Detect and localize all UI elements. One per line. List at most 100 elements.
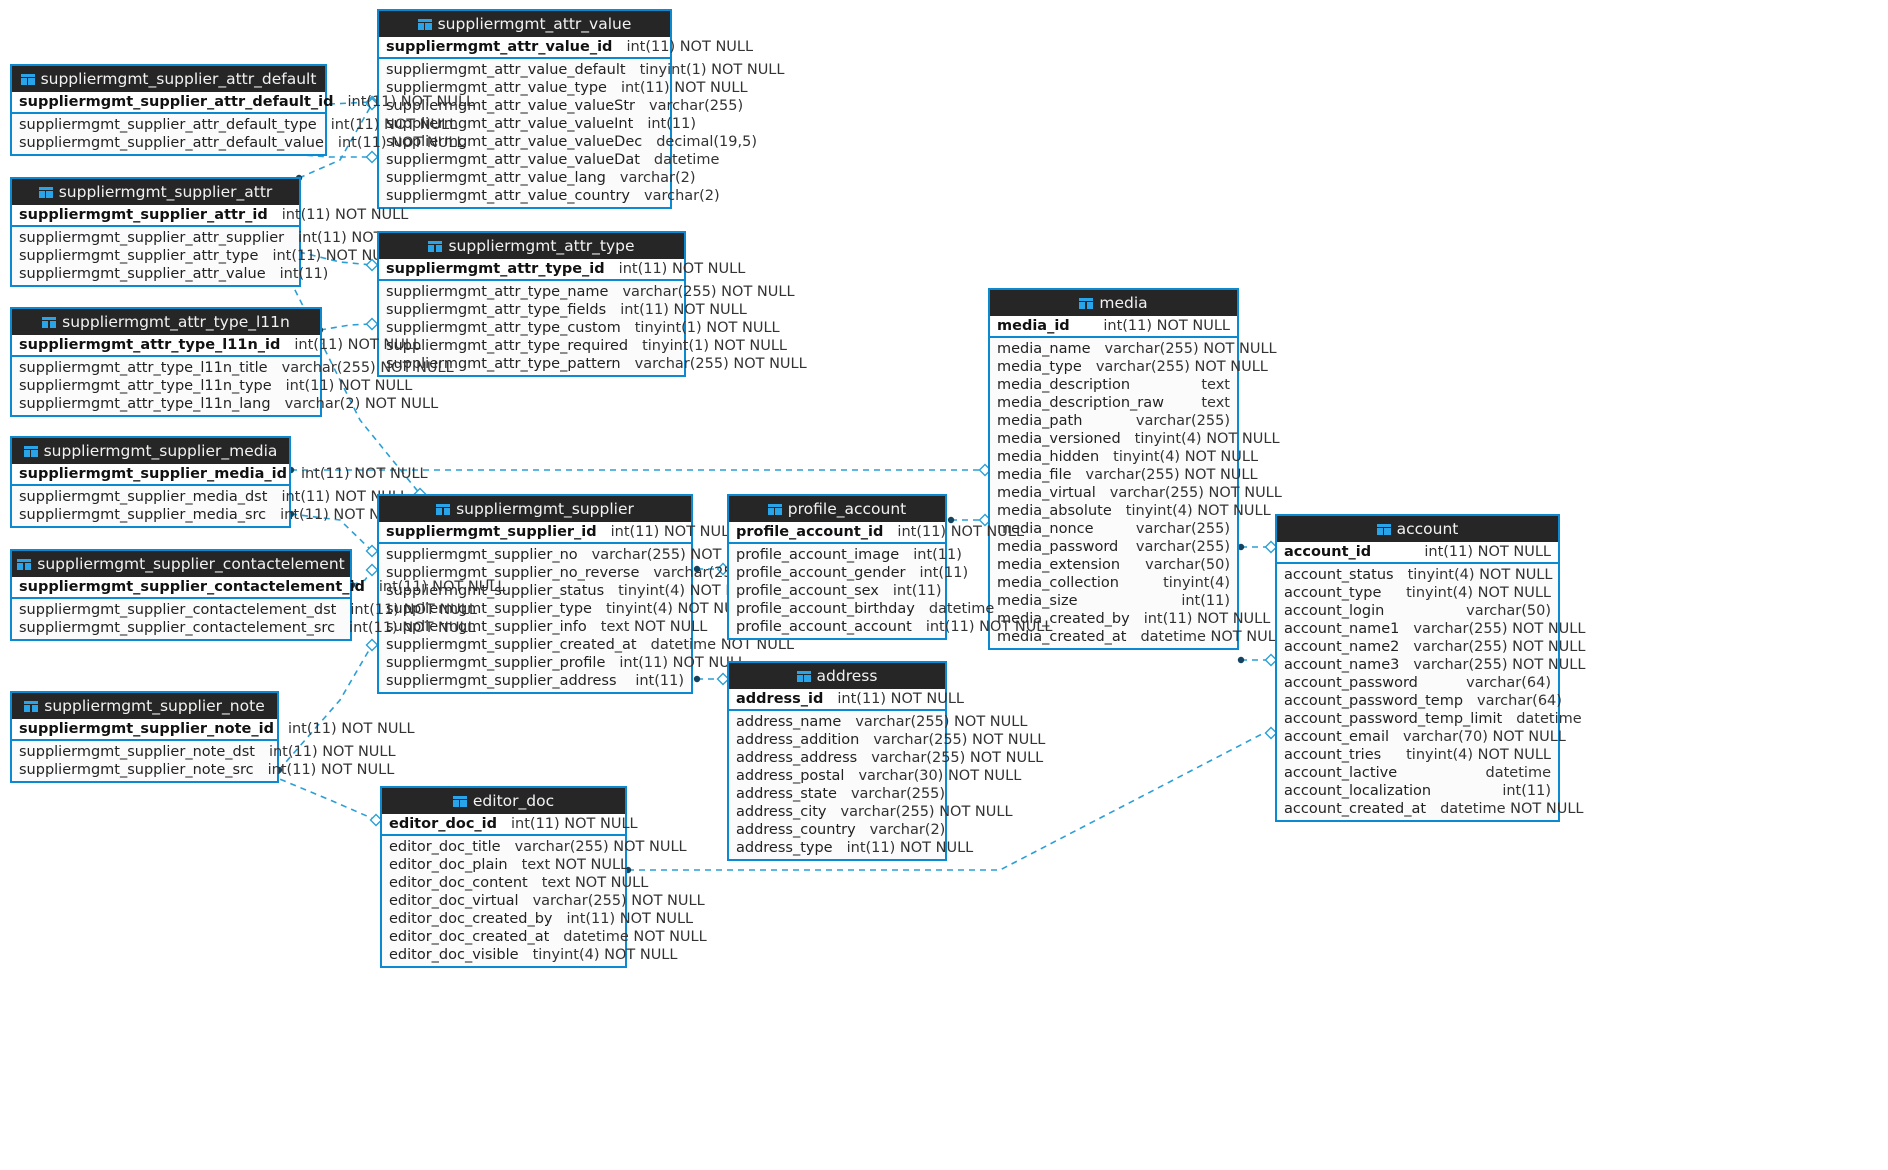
column-name: editor_doc_created_at	[389, 929, 550, 945]
primary-key-type: int(11) NOT NULL	[1103, 318, 1230, 334]
relationship-endpoint-diamond	[365, 638, 379, 652]
column-name: account_name3	[1284, 657, 1400, 673]
entity-table-suppliermgmt_supplier_note[interactable]: suppliermgmt_supplier_note suppliermgmt_s…	[10, 691, 415, 783]
column-type: varchar(255) NOT NULL	[622, 284, 795, 300]
table-icon	[796, 670, 811, 682]
column-name: profile_account_account	[736, 619, 912, 635]
entity-header: suppliermgmt_supplier_attr_default	[12, 66, 325, 92]
column-name: address_state	[736, 786, 837, 802]
entity-name: suppliermgmt_supplier_media	[43, 442, 278, 460]
column-row: suppliermgmt_supplier_attr_default_value…	[12, 134, 465, 152]
column-type: varchar(255) NOT NULL	[1095, 359, 1268, 375]
column-type: text NOT NULL	[600, 619, 708, 635]
column-row: suppliermgmt_supplier_contactelement_src…	[12, 619, 476, 637]
primary-key-name: address_id	[736, 691, 824, 707]
table-icon	[24, 700, 39, 712]
column-name: media_created_by	[997, 611, 1130, 627]
column-name: suppliermgmt_supplier_info	[386, 619, 587, 635]
column-name: editor_doc_plain	[389, 857, 508, 873]
column-name: account_localization	[1284, 783, 1432, 799]
primary-key-name: suppliermgmt_supplier_attr_default_id	[19, 94, 334, 110]
column-name: account_password_temp	[1284, 693, 1464, 709]
relationship-endpoint-dot	[1237, 656, 1245, 664]
column-type: int(11) NOT NULL	[620, 80, 748, 96]
column-name: account_login	[1284, 603, 1385, 619]
column-type: int(11) NOT NULL	[619, 655, 746, 671]
column-type: varchar(255) NOT NULL	[591, 547, 764, 563]
column-type: tinyint(4) NOT NULL	[1134, 431, 1280, 447]
column-type: int(11) NOT NULL	[350, 602, 477, 618]
entity-table-suppliermgmt_supplier_media[interactable]: suppliermgmt_supplier_media suppliermgmt_…	[10, 436, 428, 528]
column-type: varchar(255)	[649, 98, 744, 114]
column-name: suppliermgmt_attr_value_valueInt	[386, 116, 634, 132]
column-type: text NOT NULL	[521, 857, 629, 873]
column-type: decimal(19,5)	[656, 134, 757, 150]
table-icon	[1376, 523, 1391, 535]
column-type: tinyint(1) NOT NULL	[639, 62, 785, 78]
column-type: int(11) NOT NULL	[620, 302, 747, 318]
column-name: address_type	[736, 840, 833, 856]
relationship-endpoint-dot	[693, 675, 701, 683]
entity-table-suppliermgmt_supplier[interactable]: suppliermgmt_supplier suppliermgmt_suppli…	[377, 494, 825, 694]
column-type: varchar(64)	[1466, 675, 1551, 691]
entity-name: suppliermgmt_supplier	[456, 500, 634, 518]
column-name: suppliermgmt_supplier_no	[386, 547, 578, 563]
entity-name: suppliermgmt_supplier_note	[44, 697, 265, 715]
table-icon	[38, 186, 53, 198]
table-icon	[436, 503, 451, 515]
column-name: suppliermgmt_supplier_attr_default_value	[19, 135, 324, 151]
column-name: suppliermgmt_supplier_media_src	[19, 507, 267, 523]
column-type: int(11)	[913, 547, 962, 563]
column-type: int(11)	[1502, 783, 1551, 799]
entity-name: editor_doc	[472, 792, 555, 810]
column-type: int(11) NOT NULL	[272, 248, 400, 264]
column-type: varchar(2)	[869, 822, 946, 838]
column-type: varchar(64)	[1477, 693, 1562, 709]
entity-header: profile_account	[729, 496, 945, 522]
column-name: account_password	[1284, 675, 1418, 691]
column-type: datetime NOT NULL	[1140, 629, 1284, 645]
column-name: address_address	[736, 750, 858, 766]
column-name: suppliermgmt_attr_type_required	[386, 338, 629, 354]
column-type: tinyint(4) NOT NULL	[1125, 503, 1271, 519]
column-type: datetime	[1516, 711, 1582, 727]
primary-key-type: int(11) NOT NULL	[287, 721, 415, 737]
primary-key-type: int(11) NOT NULL	[347, 94, 475, 110]
column-type: int(11) NOT NULL	[281, 489, 409, 505]
column-name: profile_account_image	[736, 547, 900, 563]
